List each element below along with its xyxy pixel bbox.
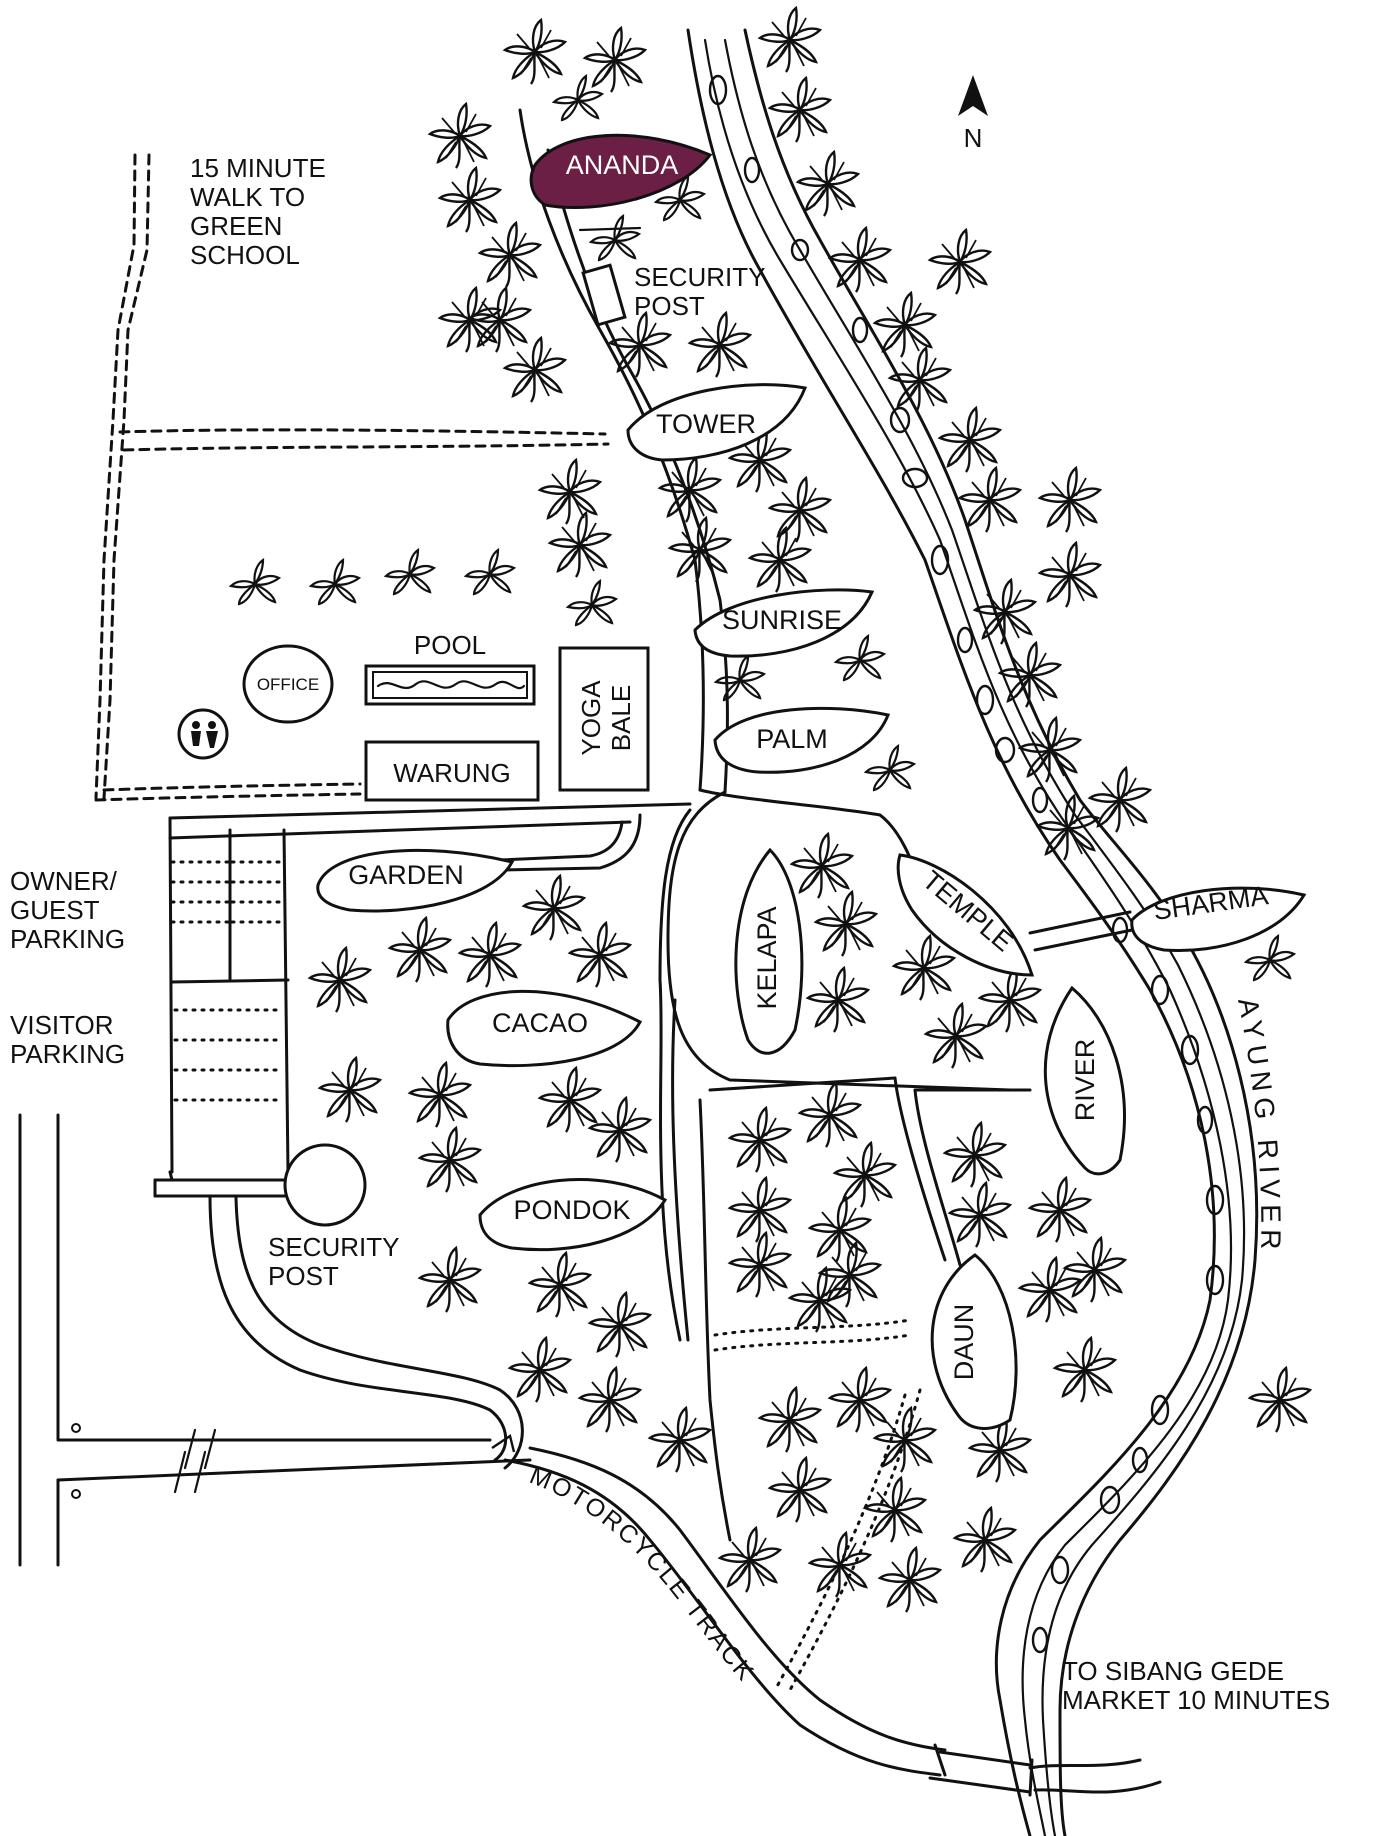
villa-sharma[interactable]: SHARMA (1130, 880, 1307, 953)
villa-ananda-label: ANANDA (566, 150, 679, 180)
office-label: OFFICE (257, 675, 319, 694)
villa-sunrise[interactable]: SUNRISE (693, 588, 875, 658)
villa-cacao[interactable]: CACAO (446, 989, 643, 1068)
villa-pondok-label: PONDOK (513, 1195, 630, 1225)
svg-text:POST: POST (634, 291, 705, 321)
svg-text:15 MINUTE: 15 MINUTE (190, 153, 326, 183)
svg-text:WALK TO: WALK TO (190, 182, 305, 212)
visitor-parking-label: VISITOR PARKING (10, 1010, 125, 1069)
villa-pondok[interactable]: PONDOK (478, 1178, 668, 1252)
pool (364, 664, 536, 706)
svg-text:PARKING: PARKING (10, 1039, 125, 1069)
villa-palm[interactable]: PALM (713, 706, 891, 774)
svg-text:YOGA: YOGA (576, 680, 606, 756)
villa-tower-label: TOWER (656, 409, 756, 439)
yoga-bale (558, 646, 650, 792)
villa-river-label: RIVER (1070, 1039, 1100, 1122)
villa-daun[interactable]: DAUN (930, 1253, 1018, 1430)
svg-text:MARKET 10 MINUTES: MARKET 10 MINUTES (1062, 1685, 1330, 1715)
villa-kelapa-label: KELAPA (752, 906, 782, 1009)
svg-text:GREEN: GREEN (190, 211, 282, 241)
pool-label: POOL (414, 630, 486, 660)
north-label: N (964, 123, 983, 153)
toilets-icon (177, 708, 229, 760)
warung (364, 740, 540, 802)
villa-cacao-label: CACAO (492, 1008, 588, 1038)
warung-label: WARUNG (393, 758, 510, 788)
villa-river[interactable]: RIVER (1043, 985, 1126, 1176)
svg-text:BALE: BALE (606, 685, 636, 752)
security-post-bottom-label: SECURITY POST (268, 1232, 399, 1291)
villa-palm-label: PALM (756, 724, 828, 754)
villa-tower[interactable]: TOWER (626, 383, 808, 462)
svg-text:TO SIBANG GEDE: TO SIBANG GEDE (1062, 1656, 1284, 1686)
security-post-top (578, 226, 642, 327)
north-arrow-icon (958, 75, 988, 116)
market-note: TO SIBANG GEDE MARKET 10 MINUTES (1062, 1656, 1330, 1715)
svg-text:SECURITY: SECURITY (634, 262, 765, 292)
villa-temple[interactable]: TEMPLE (896, 853, 1035, 977)
villa-kelapa[interactable]: KELAPA (734, 847, 804, 1055)
svg-text:POST: POST (268, 1261, 339, 1291)
svg-text:PARKING: PARKING (10, 924, 125, 954)
dashed-footpaths (94, 153, 610, 802)
villa-garden[interactable]: GARDEN (316, 848, 515, 913)
svg-text:VISITOR: VISITOR (10, 1010, 114, 1040)
owner-parking-label: OWNER/ GUEST PARKING (10, 866, 125, 954)
dotted-paths (170, 860, 922, 1692)
ayung-river-label: AYUNG RIVER (1232, 995, 1286, 1255)
svg-text:OWNER/: OWNER/ (10, 866, 118, 896)
villa-daun-label: DAUN (949, 1304, 979, 1381)
villa-garden-label: GARDEN (348, 860, 464, 890)
vegetation (229, 6, 1312, 1614)
villa-ananda[interactable]: ANANDA (529, 133, 713, 209)
security-post-bottom (283, 1143, 367, 1227)
yoga-bale-label: YOGA BALE (576, 680, 636, 756)
svg-text:GUEST: GUEST (10, 895, 100, 925)
svg-text:SCHOOL: SCHOOL (190, 240, 300, 270)
office (242, 644, 334, 724)
villa-sunrise-label: SUNRISE (722, 605, 842, 635)
walk-note: 15 MINUTE WALK TO GREEN SCHOOL (190, 153, 326, 270)
svg-text:SECURITY: SECURITY (268, 1232, 399, 1262)
security-post-top-label: SECURITY POST (634, 262, 765, 321)
